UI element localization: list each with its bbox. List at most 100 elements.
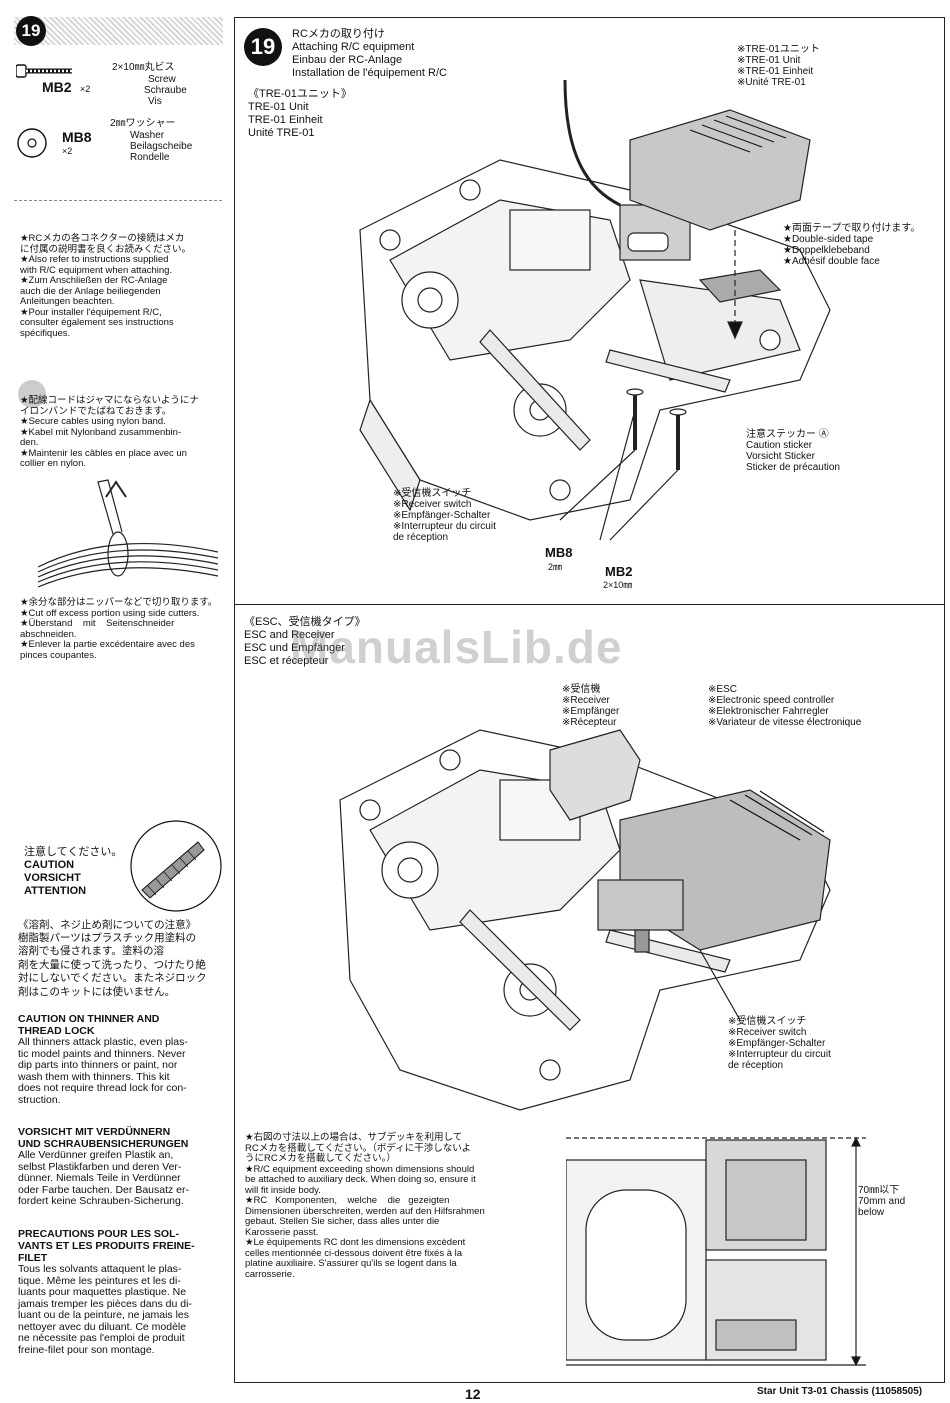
- note-rc-line: auch die der Anlage beiliegenden: [20, 285, 161, 297]
- step-header-band: [14, 17, 223, 45]
- note-cables-line: ★Secure cables using nylon band.: [20, 416, 166, 427]
- note-rc-line: ★Also refer to instructions supplied: [20, 254, 169, 265]
- step-number-badge: 19: [16, 16, 46, 46]
- dimension-note-line: うにRCメカを搭載してください。）: [245, 1153, 396, 1164]
- caution-jp-line: 溶剤でも侵されます。塗料の溶: [18, 945, 164, 957]
- dimension-note-line: ★R/C equipment exceeding shown dimension…: [245, 1163, 475, 1175]
- step-title-fr: Installation de l'équipement R/C: [292, 67, 447, 79]
- caution-de-line: fordert keine Schrauben-Sicherung.: [18, 1195, 184, 1207]
- note-cut-line: ★Cut off excess portion using side cutte…: [20, 607, 200, 619]
- caution-de-title: VORSICHT MIT VERDÜNNERN: [18, 1126, 171, 1138]
- note-cables-line: den.: [20, 437, 39, 448]
- tape-callout-line: ★両面テープで取り付けます。: [783, 223, 921, 234]
- screw-size-jp: 2×10㎜丸ビス: [112, 62, 175, 73]
- esc-heading-jp: 《ESC、受信機タイプ》: [244, 616, 366, 628]
- step-title-en: Attaching R/C equipment: [292, 41, 415, 53]
- tre-heading-de: TRE-01 Einheit: [248, 114, 323, 126]
- receiver-callout-line: ※Receiver: [562, 695, 610, 706]
- screw-code: MB2: [42, 79, 72, 95]
- dimension-note-line: ★Le équipements RC dont les dimensions e…: [245, 1237, 466, 1248]
- screw-en: Screw: [148, 74, 176, 85]
- main-step-number: 19: [250, 34, 276, 59]
- chassis-drawing-bottom: [339, 729, 831, 1111]
- tre-heading-jp: 《TRE-01ユニット》: [248, 88, 352, 100]
- washer-de: Beilagscheibe: [130, 141, 193, 152]
- mb8-label: MB8: [545, 545, 573, 560]
- caution-fr-line: ne nécessite pas l'emploi de produit: [18, 1332, 185, 1344]
- tape-callout-line: ★Doppelklebeband: [783, 245, 870, 256]
- esc-heading-fr: ESC et récepteur: [244, 655, 329, 667]
- caution-jp-line: 対にしないでください。またネジロック: [18, 972, 207, 984]
- note-cables-line: ★Maintenir les câbles en place avec un: [20, 447, 187, 459]
- note-cables-line: collier en nylon.: [20, 458, 87, 469]
- caution-jp: 《溶剤、ネジ止め剤についての注意》 樹脂製パーツはプラスチック用塗料の 溶剤でも…: [18, 919, 223, 999]
- tre-callout-line: ※TRE-01 Unit: [737, 55, 801, 66]
- esc-heading-en: ESC and Receiver: [244, 629, 335, 641]
- receiver-callout-line: ※Empfänger: [562, 706, 620, 717]
- substep-divider: [234, 604, 944, 605]
- caution-fr-title: PRECAUTIONS POUR LES SOL-: [18, 1228, 180, 1240]
- watermark-text: ManualsLib.de: [290, 621, 623, 673]
- screw-drawing: [15, 64, 74, 83]
- switch-callout-line: ※Empfänger-Schalter: [393, 510, 491, 521]
- note-cut-line: ★Enlever la partie excédentaire avec des: [20, 639, 195, 650]
- tape-callout-line: ★Adhésif double face: [783, 256, 880, 267]
- switch-callout-2: ※受信機スイッチ ※Receiver switch ※Empfänger-Sch…: [728, 1016, 831, 1071]
- esc-callout: ※ESC ※Electronic speed controller ※Elekt…: [708, 684, 861, 728]
- caution-de-line: dünner. Niemals Teile in Verdünner: [18, 1172, 181, 1184]
- main-step-badge: 19: [244, 28, 282, 66]
- chassis-drawing-top: [359, 79, 831, 541]
- caution-fr-line: nettoyer avec du diluant. Ce modèle: [18, 1320, 187, 1333]
- height-label-line: 70mm and: [858, 1196, 906, 1207]
- dimension-note-line: be attached to auxiliary deck. When doin…: [245, 1174, 476, 1185]
- caution-jp-line: 剤はこのキットには使いません。: [18, 985, 176, 998]
- note-cables-line: ★Kabel mit Nylonband zusammenbin-: [20, 426, 182, 438]
- mb2-size: 2×10㎜: [603, 580, 633, 590]
- screw-fr: Vis: [148, 96, 162, 107]
- screw-qty: ×2: [80, 84, 91, 94]
- main-frame: [234, 17, 945, 1383]
- wiring-dot-icon: [18, 380, 46, 408]
- washer-qty: ×2: [62, 146, 73, 156]
- caution-en-title: THREAD LOCK: [18, 1025, 95, 1037]
- caution-fr-title: VANTS ET LES PRODUITS FREINE-: [18, 1240, 195, 1252]
- esc-callout-line: ※Electronic speed controller: [708, 695, 835, 706]
- switch-callout-line: ※受信機スイッチ: [393, 488, 472, 499]
- washer-icon: [17, 128, 47, 158]
- step-titles: RCメカの取り付け Attaching R/C equipment Einbau…: [292, 28, 447, 80]
- caution-illustration: [128, 818, 224, 919]
- sticker-callout-line: Sticker de précaution: [746, 462, 840, 473]
- caution-jp-line: 樹脂製パーツはプラスチック用塗料の: [18, 931, 197, 944]
- note-rc-line: with R/C equipment when attaching.: [20, 264, 173, 276]
- note-rc-line: ★Pour installer l'équipement R/C,: [20, 306, 162, 318]
- receiver-callout-line: ※受信機: [562, 684, 601, 695]
- height-label-line: below: [858, 1207, 885, 1218]
- esc-heading: 《ESC、受信機タイプ》 ESC and Receiver ESC und Em…: [244, 616, 366, 668]
- side-view-drawing: [565, 1136, 866, 1367]
- caution-brush-icon: [130, 820, 222, 912]
- mb8-size: 2㎜: [548, 562, 563, 572]
- tre-heading: 《TRE-01ユニット》 TRE-01 Unit TRE-01 Einheit …: [248, 88, 352, 140]
- dimension-note-line: celles mentionnée ci-dessous doivent êtr…: [245, 1247, 463, 1259]
- washer-code: MB8: [62, 129, 92, 145]
- note-rc: ★RCメカの各コネクターの接続はメカ に付属の説明書を良くお読みください。 ★A…: [20, 233, 191, 339]
- note-rc-line: ★RCメカの各コネクターの接続はメカ: [20, 233, 185, 244]
- note-rc-line: ★Zum Anschließen der RC-Anlage: [20, 275, 168, 286]
- caution-jp-title: 《溶剤、ネジ止め剤についての注意》: [18, 919, 197, 931]
- caution-label-en: CAUTION: [24, 859, 75, 871]
- caution-fr-line: freine-filet pour son montage.: [18, 1343, 155, 1356]
- caution-en: CAUTION ON THINNER AND THREAD LOCK All t…: [18, 1013, 223, 1106]
- dimension-note: ★右図の寸法以上の場合は、サブデッキを利用して RCメカを搭載してください。（ボ…: [245, 1132, 522, 1280]
- step-title-jp: RCメカの取り付け: [292, 28, 385, 40]
- note-cut: ★余分な部分はニッパーなどで切り取ります。 ★Cut off excess po…: [20, 597, 217, 661]
- switch-callout-line: ※Receiver switch: [728, 1027, 807, 1038]
- note-cables-line: イロンバンドでたばねておきます。: [20, 405, 172, 417]
- switch-callout-line: ※Interrupteur du circuit: [728, 1049, 831, 1060]
- side-view-illustration: [565, 1130, 896, 1385]
- switch-callout-line: ※Interrupteur du circuit: [393, 521, 496, 532]
- switch-callout-line: de réception: [728, 1060, 784, 1071]
- note-cut-line: pinces coupantes.: [20, 649, 97, 661]
- washer-size-jp: 2㎜ワッシャー: [110, 118, 176, 129]
- note-cut-line: ★Überstand mit Seitenschneider: [20, 618, 175, 629]
- dimension-note-line: will fit inside body.: [245, 1184, 321, 1196]
